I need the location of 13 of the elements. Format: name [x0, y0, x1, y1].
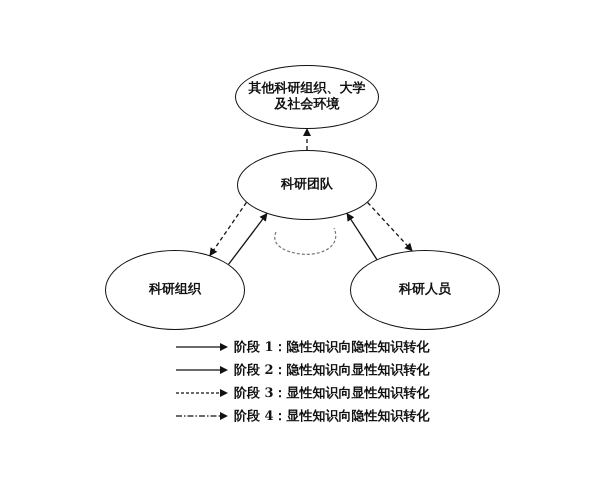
- arrow: [346, 212, 378, 260]
- node-label: 科研组织: [148, 282, 202, 298]
- arrow: [367, 202, 413, 252]
- node-label: 科研人员: [398, 282, 452, 298]
- legend-label: 阶段 4：显性知识向隐性知识转化: [234, 408, 430, 424]
- legend-label: 阶段 1：隐性知识向隐性知识转化: [234, 338, 430, 356]
- node-label: 其他科研组织、大学及社会环境: [248, 80, 366, 114]
- legend-label: 阶段 2：隐性知识向显性知识转化: [234, 362, 430, 378]
- arrow: [303, 128, 311, 150]
- node-label: 科研团队: [280, 176, 334, 194]
- legend-label: 阶段 3：显性知识向显性知识转化: [234, 384, 430, 402]
- arrow: [209, 202, 247, 256]
- arrow: [228, 212, 268, 265]
